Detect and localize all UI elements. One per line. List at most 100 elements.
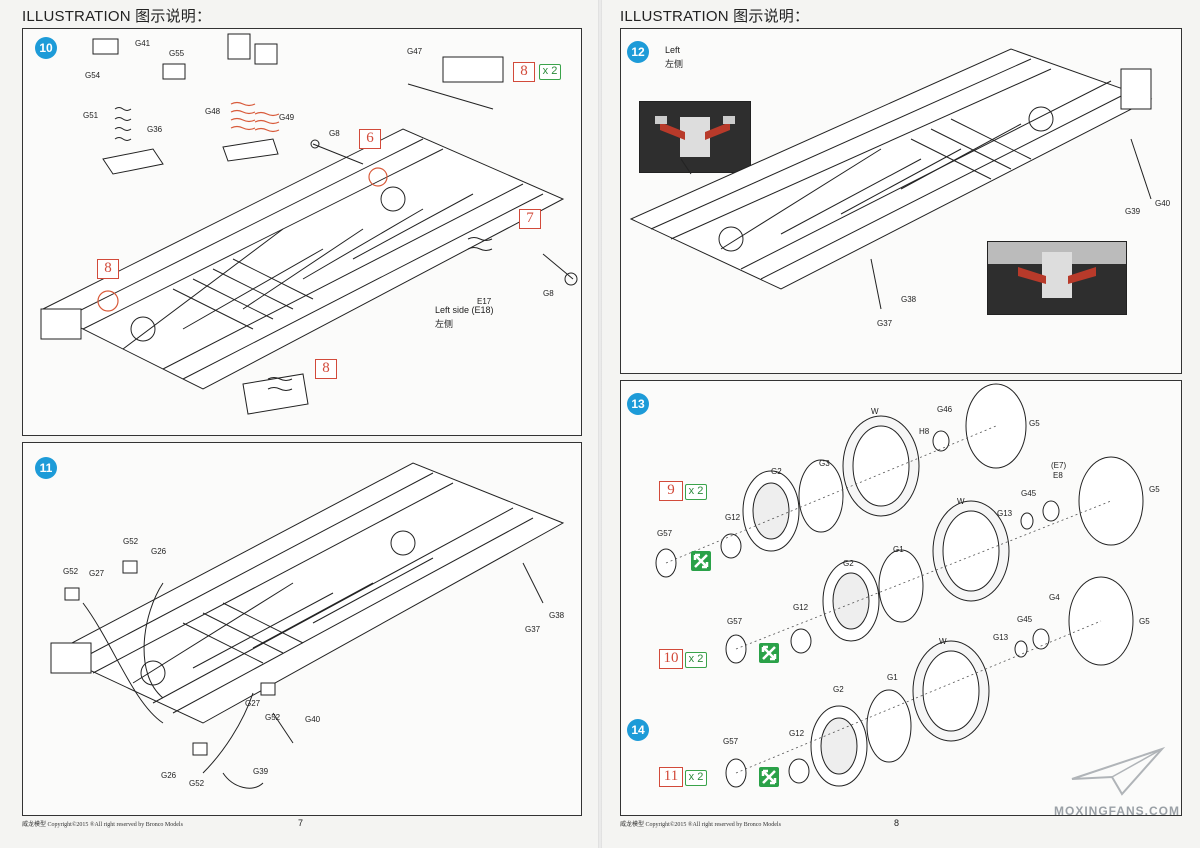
part-label: G5 (1149, 485, 1160, 494)
part-label: G39 (253, 767, 269, 776)
page-header: ILLUSTRATION 图示说明： (22, 8, 212, 25)
step-10-panel: 10 (22, 28, 582, 436)
paper-plane-icon (1071, 746, 1166, 796)
part-label: W (871, 407, 879, 416)
multiplier-badge: x 2 (685, 770, 707, 786)
part-label: G57 (723, 737, 739, 746)
part-label: G45 (1021, 489, 1037, 498)
page-right: ILLUSTRATION 图示说明： 12 Left 左侧 (600, 0, 1200, 848)
part-label: G40 (1155, 199, 1171, 208)
chassis-drawing (40, 33, 578, 415)
watermark-text: MOXINGFANS.COM (1053, 804, 1180, 818)
part-label: G52 (189, 779, 205, 788)
part-label: G55 (169, 49, 185, 58)
part-label: G47 (407, 47, 423, 56)
part-label: G36 (147, 125, 163, 134)
flip-icon (759, 767, 779, 787)
part-label: G12 (793, 603, 809, 612)
part-label: G45 (1017, 615, 1033, 624)
part-label: G52 (123, 537, 139, 546)
side-note-en: Left side (E18) (435, 305, 494, 315)
part-label: G46 (937, 405, 953, 414)
part-label: G8 (543, 289, 554, 298)
step-number: 14 (627, 719, 649, 741)
step-number: 11 (35, 457, 57, 479)
part-label: G13 (993, 633, 1009, 642)
part-label: G2 (771, 467, 782, 476)
part-label: G12 (725, 513, 741, 522)
part-label: G57 (727, 617, 743, 626)
part-label: G40 (305, 715, 321, 724)
part-label: G37 (877, 319, 893, 328)
side-note-cn: 左侧 (435, 319, 454, 329)
part-label: H8 (919, 427, 930, 436)
part-label: G39 (1125, 207, 1141, 216)
part-label: G38 (549, 611, 565, 620)
part-label: G5 (1139, 617, 1150, 626)
part-label: G51 (83, 111, 99, 120)
part-label: G27 (89, 569, 105, 578)
wheel-assembly-drawing (655, 383, 1144, 788)
part-label: G3 (819, 459, 830, 468)
part-label: G8 (329, 129, 340, 138)
multiplier-badge: x 2 (685, 652, 707, 668)
part-label: G26 (151, 547, 167, 556)
part-label: G1 (887, 673, 898, 682)
redbox-step-ref: 11 (659, 767, 683, 787)
redbox-step-ref: 8 (97, 259, 119, 279)
page-number: 8 (894, 818, 900, 828)
part-label: G2 (843, 559, 854, 568)
redbox-step-ref: 8 (513, 62, 535, 82)
part-label: G52 (265, 713, 281, 722)
side-note-cn: 左侧 (665, 59, 684, 69)
part-label: G13 (997, 509, 1013, 518)
page-footer: 威龙模型 Copyright©2015 ®All right reserved … (620, 822, 781, 828)
detail-photo (639, 101, 751, 173)
page-number: 7 (298, 818, 304, 828)
step-12-panel: 12 Left 左侧 (620, 28, 1182, 374)
part-label: (E7) (1051, 461, 1067, 470)
part-label: G49 (279, 113, 295, 122)
redbox-step-ref: 10 (659, 649, 683, 669)
watermark: MOXINGFANS.COM (1052, 739, 1182, 818)
flip-icon (691, 551, 711, 571)
part-label: G1 (893, 545, 904, 554)
part-label: E17 (477, 297, 492, 306)
part-label: G37 (525, 625, 541, 634)
part-label: G2 (833, 685, 844, 694)
part-label: G38 (901, 295, 917, 304)
part-label: W (939, 637, 947, 646)
redbox-step-ref: 8 (315, 359, 337, 379)
step-number: 12 (627, 41, 649, 63)
detail-photo (987, 241, 1127, 315)
part-label: G48 (205, 107, 221, 116)
side-note-en: Left (665, 45, 681, 55)
part-label: G4 (1049, 593, 1060, 602)
part-label: G26 (161, 771, 177, 780)
multiplier-badge: x 2 (539, 64, 561, 80)
page-footer: 威龙模型 Copyright©2015 ®All right reserved … (22, 822, 183, 828)
page-left: ILLUSTRATION 图示说明： 10 (22, 8, 582, 828)
multiplier-badge: x 2 (685, 484, 707, 500)
chassis-drawing (629, 48, 1153, 310)
page-header: ILLUSTRATION 图示说明： (620, 8, 810, 25)
part-label: G5 (1029, 419, 1040, 428)
step-number: 13 (627, 393, 649, 415)
part-label: G57 (657, 529, 673, 538)
chassis-drawing (50, 462, 565, 789)
part-label: G27 (245, 699, 261, 708)
redbox-step-ref: 9 (659, 481, 683, 501)
page-fold (598, 0, 602, 848)
part-label: E8 (1053, 471, 1063, 480)
flip-icon (759, 643, 779, 663)
part-label: G52 (63, 567, 79, 576)
part-label: G41 (135, 39, 151, 48)
redbox-step-ref: 6 (359, 129, 381, 149)
step-number: 10 (35, 37, 57, 59)
part-label: G54 (85, 71, 101, 80)
part-label: W (957, 497, 965, 506)
part-label: G12 (789, 729, 805, 738)
step-11-panel: 11 G5 (22, 442, 582, 816)
redbox-step-ref: 7 (519, 209, 541, 229)
step-13-14-panel: 13 14 (620, 380, 1182, 816)
